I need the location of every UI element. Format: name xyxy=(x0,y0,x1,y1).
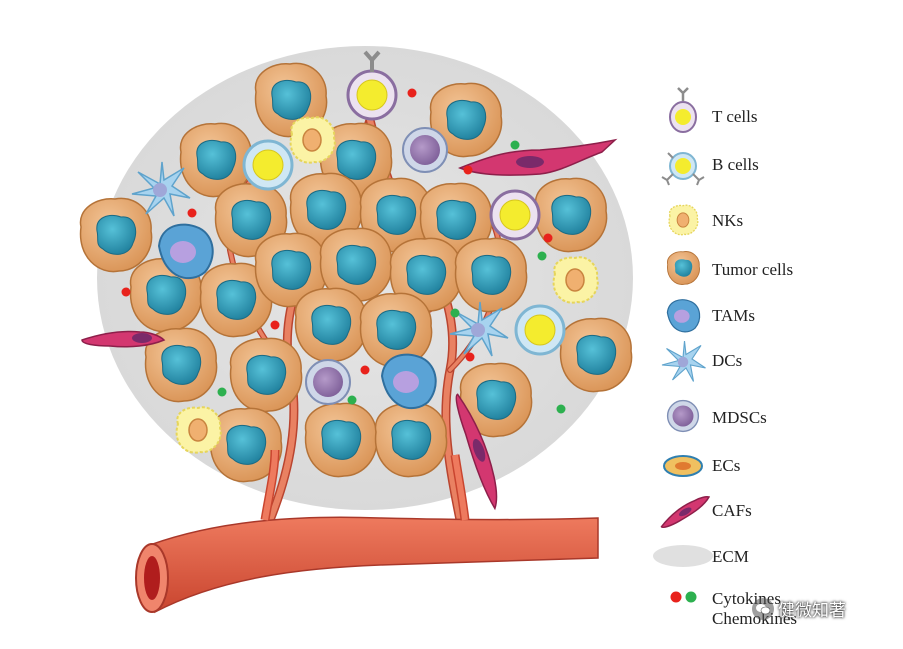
caf-icon xyxy=(660,496,711,529)
mdsc-cell xyxy=(305,359,351,405)
legend-label-chemokines: Chemokines xyxy=(712,609,797,628)
tam-cell xyxy=(157,223,214,280)
t-cell-receptor xyxy=(363,50,381,72)
tumor-cell xyxy=(559,317,633,393)
nk-cell xyxy=(552,256,599,304)
cytokine-chemokine-dots xyxy=(121,88,566,414)
legend-label-ecs: ECs xyxy=(712,456,741,475)
caf-cell xyxy=(455,393,498,511)
dendritic-cell-icon xyxy=(661,340,706,382)
watermark: 健微知著 xyxy=(752,596,846,621)
tumor-cell xyxy=(304,402,378,478)
legend-icons xyxy=(653,87,713,603)
t-cell xyxy=(346,69,398,121)
t-cell xyxy=(489,189,541,241)
dendritic-cell xyxy=(131,161,191,217)
legend-label-mdscs: MDSCs xyxy=(712,408,767,427)
main-blood-vessel xyxy=(135,449,599,614)
legend-label-b-cells: B cells xyxy=(712,155,759,174)
tumor-cell xyxy=(294,287,368,363)
endothelial-cell-icon xyxy=(663,455,703,477)
tumor-cell-icon xyxy=(667,251,700,285)
watermark-text: 健微知著 xyxy=(778,601,846,621)
tumor-cell xyxy=(454,237,528,313)
legend-label-tams: TAMs xyxy=(712,306,756,325)
b-cell xyxy=(242,139,294,191)
wechat-icon xyxy=(752,597,774,620)
nk-cell xyxy=(175,406,222,454)
tumor-cell xyxy=(229,337,303,413)
nk-cell xyxy=(289,116,336,164)
tumor-cell xyxy=(79,197,153,273)
legend-label-t-cells: T cells xyxy=(712,107,758,126)
cytokine-dots-icon xyxy=(670,591,697,603)
mdsc-icon xyxy=(666,399,700,433)
tam-icon xyxy=(666,299,701,333)
nk-cell-icon xyxy=(668,204,699,236)
mdsc-cell xyxy=(402,127,448,173)
b-cell-icon xyxy=(661,152,705,186)
legend-label-cafs: CAFs xyxy=(712,501,752,520)
dendritic-cell xyxy=(449,301,509,357)
caf-cell xyxy=(81,330,166,348)
legend-label-dcs: DCs xyxy=(712,351,743,370)
ecm-icon xyxy=(653,545,713,567)
caf-cell xyxy=(457,138,618,176)
immune-cells xyxy=(81,50,618,511)
tam-cell xyxy=(380,353,437,410)
legend-label-ecm: ECM xyxy=(712,547,749,566)
t-cell-icon xyxy=(669,87,697,133)
b-cell xyxy=(514,304,566,356)
legend-label-tumor-cells: Tumor cells xyxy=(712,260,794,279)
tumor-cell xyxy=(374,402,448,478)
legend-label-nks: NKs xyxy=(712,211,744,230)
